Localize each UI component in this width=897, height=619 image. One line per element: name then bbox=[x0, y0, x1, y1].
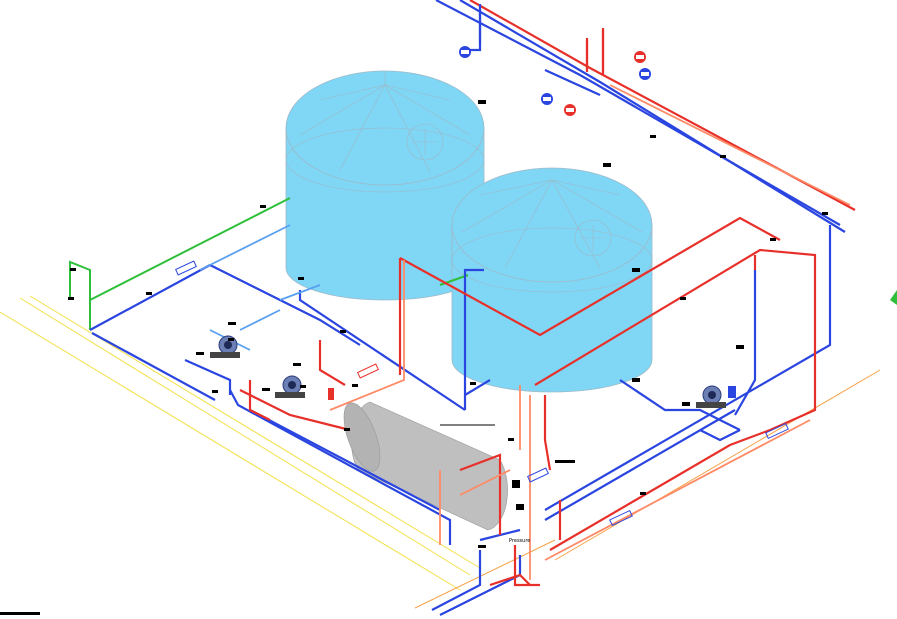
marker-outlines bbox=[175, 260, 789, 527]
cold-terminal-1 bbox=[459, 46, 471, 58]
riser-pipes bbox=[478, 4, 605, 72]
hot-terminal-1 bbox=[634, 51, 646, 63]
pump-assembly-middle bbox=[275, 375, 334, 400]
hot-return-pipes bbox=[329, 84, 851, 580]
hot-terminal-2 bbox=[564, 104, 576, 116]
storage-tank-right bbox=[451, 167, 653, 393]
cold-terminal-3 bbox=[639, 68, 651, 80]
pressure-label: Pressure bbox=[509, 538, 530, 544]
pressure-vessel bbox=[343, 401, 508, 531]
cold-water-pipes bbox=[89, 0, 846, 616]
annotation-tags bbox=[0, 100, 828, 615]
storage-tank-left bbox=[285, 70, 485, 301]
site-boundary-orange bbox=[414, 369, 881, 609]
pump-assembly-right bbox=[696, 385, 736, 408]
north-arrow-icon bbox=[890, 290, 897, 305]
pump-assembly-left bbox=[210, 335, 240, 358]
terminal-markers bbox=[459, 46, 651, 116]
hot-water-pipes bbox=[239, 0, 856, 587]
cold-terminal-2 bbox=[541, 93, 553, 105]
